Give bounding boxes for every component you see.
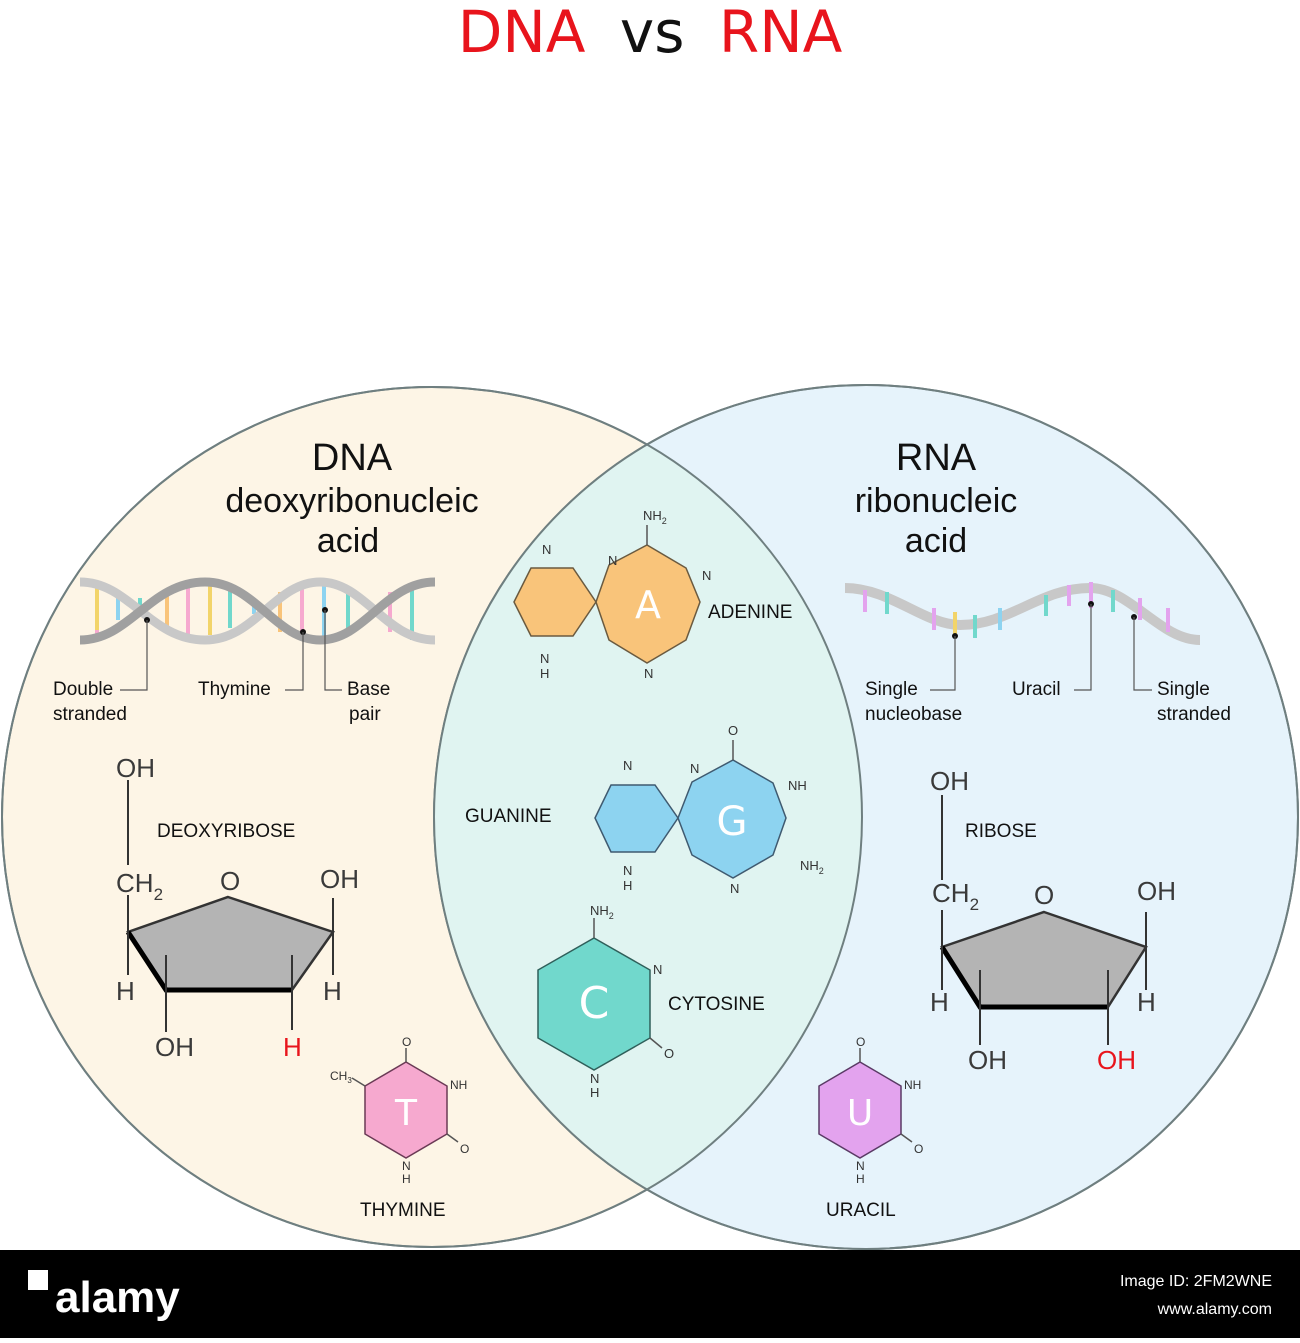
- rna-subtitle-line1: ribonucleic: [855, 482, 1018, 520]
- label-thymine-helix: Thymine: [198, 679, 271, 700]
- svg-text:NH: NH: [904, 1078, 921, 1092]
- svg-text:alamy: alamy: [55, 1273, 180, 1322]
- uracil-structure: U O NH O N H URACIL: [818, 1035, 923, 1221]
- rna-heading-block: RNA ribonucleic acid: [855, 437, 1018, 560]
- svg-text:N: N: [856, 1159, 865, 1173]
- thymine-letter: T: [394, 1093, 418, 1134]
- deoxyribose-o: O: [220, 866, 240, 896]
- deoxyribose-h-left: H: [116, 976, 135, 1006]
- title-dna: DNA: [458, 0, 586, 66]
- alamy-logo: alamy: [28, 1270, 180, 1322]
- cytosine-letter: C: [579, 978, 610, 1029]
- cytosine-nh2: NH2: [590, 903, 614, 921]
- image-id: Image ID: 2FM2WNE: [1120, 1273, 1272, 1290]
- adenine-letter: A: [635, 583, 661, 627]
- guanine-letter: G: [717, 799, 748, 845]
- svg-text:N: N: [690, 761, 699, 776]
- deoxyribose-oh-right: OH: [320, 864, 359, 894]
- svg-text:O: O: [914, 1142, 923, 1156]
- adenine-structure: A NH2 N N N N N H ADENINE: [513, 508, 792, 681]
- guanine-nh2: NH2: [800, 858, 824, 876]
- thymine-name: THYMINE: [360, 1200, 446, 1221]
- title-rna: RNA: [719, 0, 843, 66]
- svg-text:H: H: [402, 1172, 411, 1186]
- rna-single-helix: Single nucleobase Uracil Single stranded: [844, 582, 1231, 725]
- ribose-oh-right: OH: [1137, 876, 1176, 906]
- dna-subtitle-line1: deoxyribonucleic: [225, 482, 478, 520]
- footer-bar: alamy Image ID: 2FM2WNE www.alamy.com: [0, 1250, 1300, 1338]
- rna-subtitle-line2: acid: [905, 522, 967, 560]
- ribose-h-left: H: [930, 987, 949, 1017]
- deoxyribose-h-bottom: H: [283, 1032, 302, 1062]
- svg-text:NH: NH: [788, 778, 807, 793]
- svg-text:O: O: [856, 1035, 865, 1049]
- dna-subtitle-line2: acid: [317, 522, 379, 560]
- thymine-structure: T O NH O N H CH3 THYMINE: [330, 1035, 469, 1221]
- label-single-stranded-1: Single: [1157, 679, 1210, 700]
- label-base-pair-1: Base: [347, 679, 390, 700]
- svg-text:NH: NH: [450, 1078, 467, 1092]
- svg-text:DNA vs RNA: DNA vs RNA: [458, 0, 843, 66]
- svg-text:N: N: [590, 1071, 599, 1086]
- cytosine-structure: C NH2 N O N H CYTOSINE: [537, 903, 765, 1100]
- deoxyribose-ch2: CH2: [116, 868, 163, 904]
- main-title: DNA vs RNA: [458, 0, 843, 66]
- uracil-name: URACIL: [826, 1200, 896, 1221]
- dna-double-helix: Double stranded Thymine Base pair: [53, 577, 436, 725]
- label-single-nucleobase-2: nucleobase: [865, 704, 962, 725]
- ribose-oh-bottom-red: OH: [1097, 1045, 1136, 1075]
- svg-text:O: O: [664, 1046, 674, 1061]
- svg-text:N: N: [623, 758, 632, 773]
- cytosine-name: CYTOSINE: [668, 994, 765, 1015]
- svg-text:O: O: [402, 1035, 411, 1049]
- adenine-name: ADENINE: [708, 602, 792, 623]
- guanine-name: GUANINE: [465, 806, 552, 827]
- svg-text:H: H: [856, 1172, 865, 1186]
- dna-heading: DNA: [312, 437, 393, 479]
- svg-text:N: N: [540, 651, 549, 666]
- svg-text:N: N: [702, 568, 711, 583]
- deoxyribose-name: DEOXYRIBOSE: [157, 821, 295, 842]
- ribose-oh-bottom: OH: [968, 1045, 1007, 1075]
- label-single-stranded-2: stranded: [1157, 704, 1231, 725]
- thymine-ch3: CH3: [330, 1069, 352, 1085]
- svg-text:N: N: [402, 1159, 411, 1173]
- ribose-h-right: H: [1137, 987, 1156, 1017]
- svg-text:N: N: [644, 666, 653, 681]
- dna-heading-block: DNA deoxyribonucleic acid: [225, 437, 478, 560]
- site-url: www.alamy.com: [1157, 1301, 1272, 1318]
- svg-text:N: N: [542, 542, 551, 557]
- label-single-nucleobase-1: Single: [865, 679, 918, 700]
- svg-text:O: O: [728, 723, 738, 738]
- ribose-ch2: CH2: [932, 878, 979, 914]
- deoxyribose-oh-bottom: OH: [155, 1032, 194, 1062]
- ribose-o: O: [1034, 880, 1054, 910]
- svg-text:H: H: [623, 878, 632, 893]
- deoxyribose-oh-top: OH: [116, 753, 155, 783]
- label-double-stranded-1: Double: [53, 679, 113, 700]
- svg-text:N: N: [623, 863, 632, 878]
- uracil-letter: U: [847, 1093, 873, 1134]
- rna-heading: RNA: [896, 437, 977, 479]
- svg-text:N: N: [653, 962, 662, 977]
- svg-text:N: N: [730, 881, 739, 896]
- adenine-nh2: NH2: [643, 508, 667, 526]
- title-vs: vs: [620, 0, 685, 66]
- label-double-stranded-2: stranded: [53, 704, 127, 725]
- svg-text:H: H: [590, 1085, 599, 1100]
- ribose-oh-top: OH: [930, 766, 969, 796]
- deoxyribose-h-right: H: [323, 976, 342, 1006]
- ribose-name: RIBOSE: [965, 821, 1037, 842]
- label-base-pair-2: pair: [349, 704, 381, 725]
- ribose-structure: RIBOSE OH CH2 O OH H H OH OH: [930, 766, 1176, 1075]
- svg-text:N: N: [608, 553, 617, 568]
- guanine-structure: G O NH NH2 N N N N H GUANINE: [465, 723, 824, 896]
- svg-text:O: O: [460, 1142, 469, 1156]
- label-uracil-helix: Uracil: [1012, 679, 1061, 700]
- svg-text:H: H: [540, 666, 549, 681]
- deoxyribose-structure: DEOXYRIBOSE OH CH2 O OH H H OH H: [116, 753, 359, 1062]
